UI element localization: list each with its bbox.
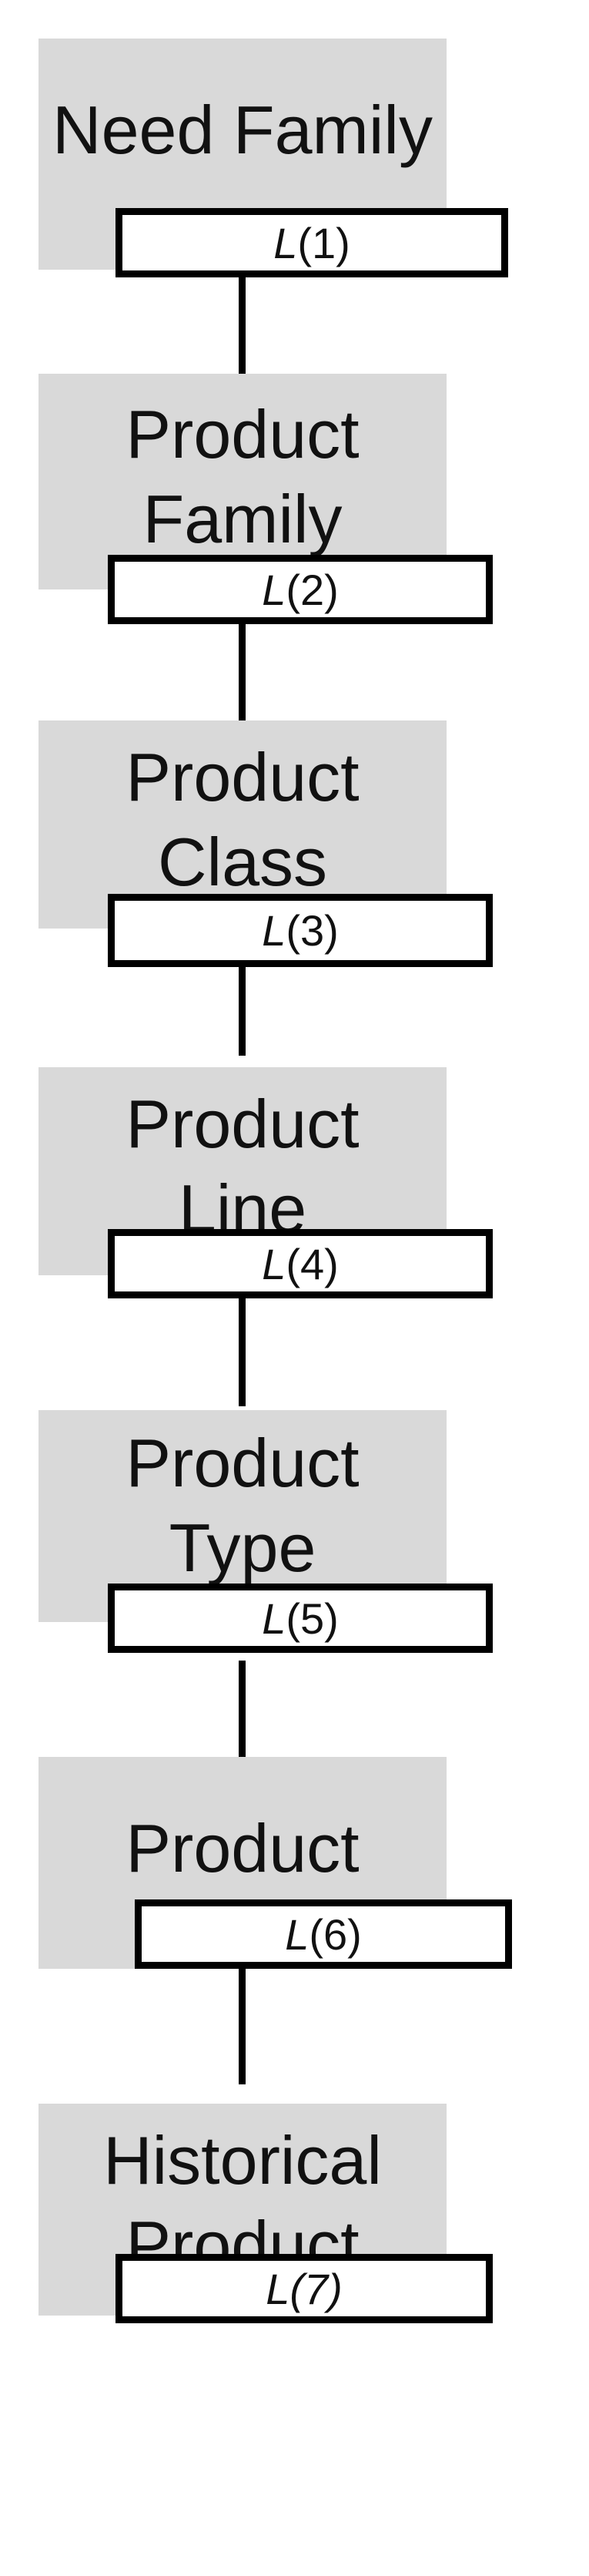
connector-line-3 [239, 948, 246, 1056]
level-title-3-line-2: Class [157, 824, 328, 900]
level-label-box-4: L(4) [108, 1229, 493, 1298]
level-title-7-line-1: Historical [103, 2122, 382, 2198]
level-label-number: (1) [297, 218, 350, 267]
level-label-number: (6) [309, 1909, 362, 1959]
connector-line-1 [239, 277, 246, 378]
level-label-box-7: L(7) [115, 2254, 493, 2323]
connector-line-6 [239, 1969, 246, 2084]
level-label-box-6: L(6) [135, 1899, 512, 1969]
level-label-prefix: L [262, 1239, 286, 1288]
level-title-3-line-1: Product [125, 739, 360, 815]
level-label-number: (3) [286, 906, 339, 955]
level-label-prefix: L [285, 1909, 310, 1959]
level-label-box-1: L(1) [115, 208, 508, 277]
level-label-prefix: L [262, 565, 286, 614]
level-label-prefix: L [262, 1594, 286, 1643]
level-title-1: Need Family [52, 92, 433, 168]
connector-line-2 [239, 624, 246, 724]
level-title-5-line-1: Product [125, 1425, 360, 1501]
level-title-2-line-1: Product [125, 396, 360, 472]
level-title-2-line-2: Family [142, 481, 343, 557]
level-label-box-3: L(3) [108, 894, 493, 967]
level-label-number: (5) [286, 1594, 339, 1643]
level-label-prefix: L [273, 218, 298, 267]
level-title-6: Product [125, 1810, 360, 1886]
connector-line-4 [239, 1298, 246, 1406]
level-label-box-2: L(2) [108, 555, 493, 624]
level-label-number: (2) [286, 565, 339, 614]
connector-line-5 [239, 1661, 246, 1761]
level-node-2 [38, 374, 447, 589]
level-label-number: (4) [286, 1239, 339, 1288]
level-label-number: (7) [289, 2264, 343, 2313]
level-label-box-5: L(5) [108, 1584, 493, 1653]
level-label-prefix: L [266, 2264, 290, 2313]
level-label-prefix: L [262, 906, 286, 955]
level-title-4-line-1: Product [125, 1086, 360, 1162]
level-title-5-line-2: Type [169, 1510, 316, 1586]
